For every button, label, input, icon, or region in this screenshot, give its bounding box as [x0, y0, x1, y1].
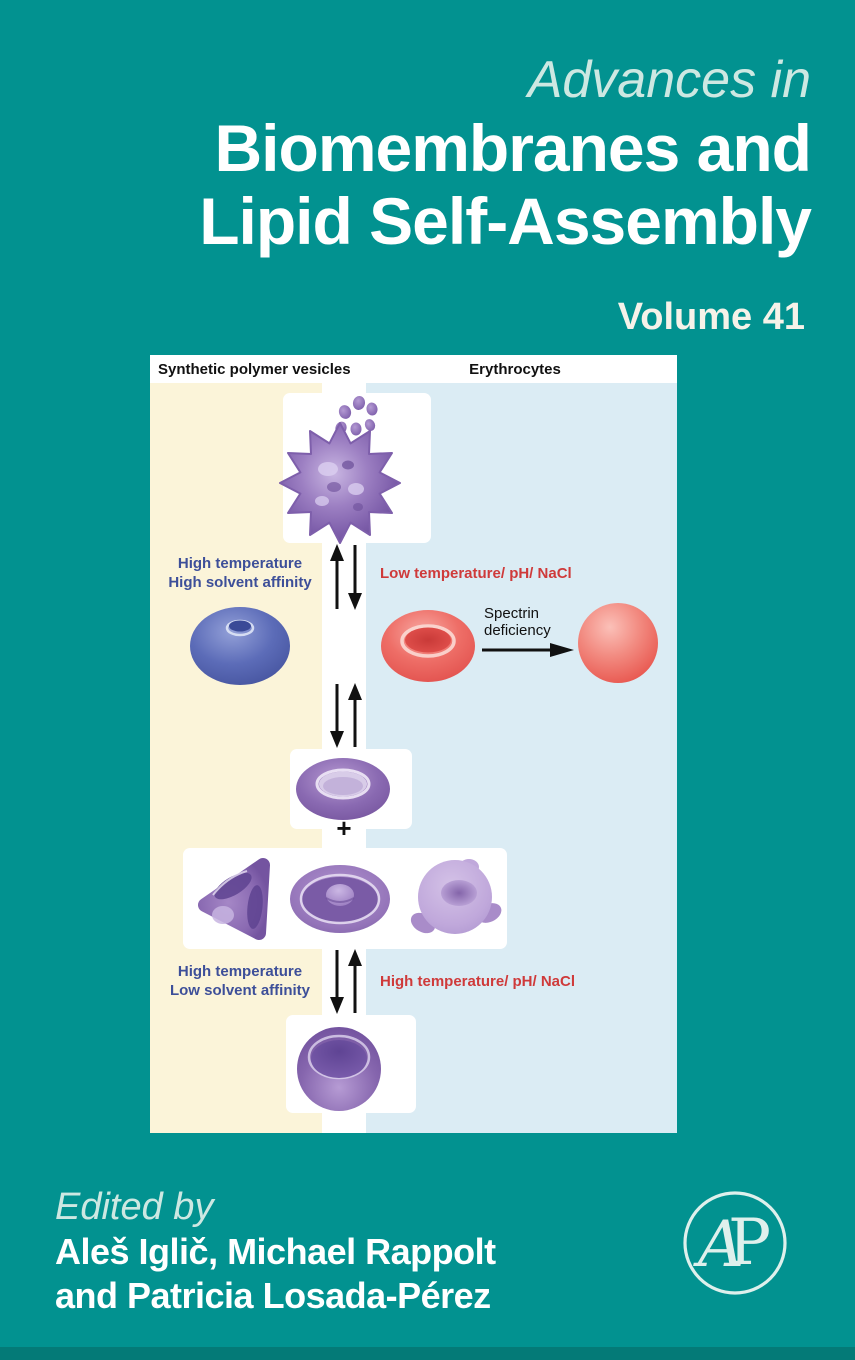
- editor-names: Aleš Iglič, Michael Rappolt and Patricia…: [55, 1230, 496, 1318]
- scheme-figure: Synthetic polymer vesicles Erythrocytes: [150, 355, 677, 1133]
- echinocyte-vesicle-icon: [279, 422, 401, 544]
- cover-bottom-edge: [0, 1347, 855, 1360]
- academic-press-logo: A P: [683, 1191, 787, 1295]
- plus-sign: +: [336, 813, 352, 843]
- book-title: Biomembranes and Lipid Self-Assembly: [199, 111, 812, 258]
- title-line-1: Biomembranes and: [214, 111, 812, 185]
- purple-discocyte-icon: [296, 758, 390, 820]
- equilibrium-arrows-icon: [330, 949, 362, 1014]
- high-temp-low-affinity-label: High temperature Low solvent affinity: [169, 963, 310, 999]
- ap-letter-p: P: [728, 1206, 771, 1280]
- editor-names-line-1: Aleš Iglič, Michael Rappolt: [55, 1231, 496, 1272]
- header-left-label: Synthetic polymer vesicles: [158, 361, 351, 378]
- red-spherocyte-icon: [578, 603, 658, 683]
- editor-names-line-2: and Patricia Losada-Pérez: [55, 1275, 491, 1316]
- equilibrium-arrows-icon: [330, 683, 362, 748]
- blue-stomatocyte-icon: [190, 607, 290, 685]
- disc-bump-vesicle-icon: [290, 865, 390, 933]
- ap-circle: [683, 1191, 787, 1295]
- low-temp-ph-nacl-label: Low temperature/ pH/ NaCl: [380, 565, 572, 582]
- ap-letter-a: A: [693, 1208, 744, 1282]
- edited-by-label: Edited by: [55, 1186, 214, 1228]
- knizocyte-vesicle-icon: [198, 858, 270, 940]
- spectrin-arrow-icon: [482, 643, 574, 657]
- acanthocyte-vesicle-icon: [410, 859, 502, 934]
- high-temp-high-affinity-label: High temperature High solvent affinity: [168, 555, 312, 591]
- title-line-2: Lipid Self-Assembly: [199, 184, 812, 258]
- purple-bowl-stomatocyte-icon: [297, 1027, 381, 1111]
- header-right-label: Erythrocytes: [469, 361, 561, 378]
- high-temp-ph-nacl-label: High temperature/ pH/ NaCl: [380, 973, 576, 990]
- equilibrium-arrows-icon: [330, 544, 362, 610]
- red-discocyte-icon: [381, 610, 475, 682]
- spectrin-deficiency-label: Spectrin deficiency: [484, 605, 551, 639]
- series-title: Advances in: [527, 51, 811, 109]
- volume-label: Volume 41: [617, 296, 805, 338]
